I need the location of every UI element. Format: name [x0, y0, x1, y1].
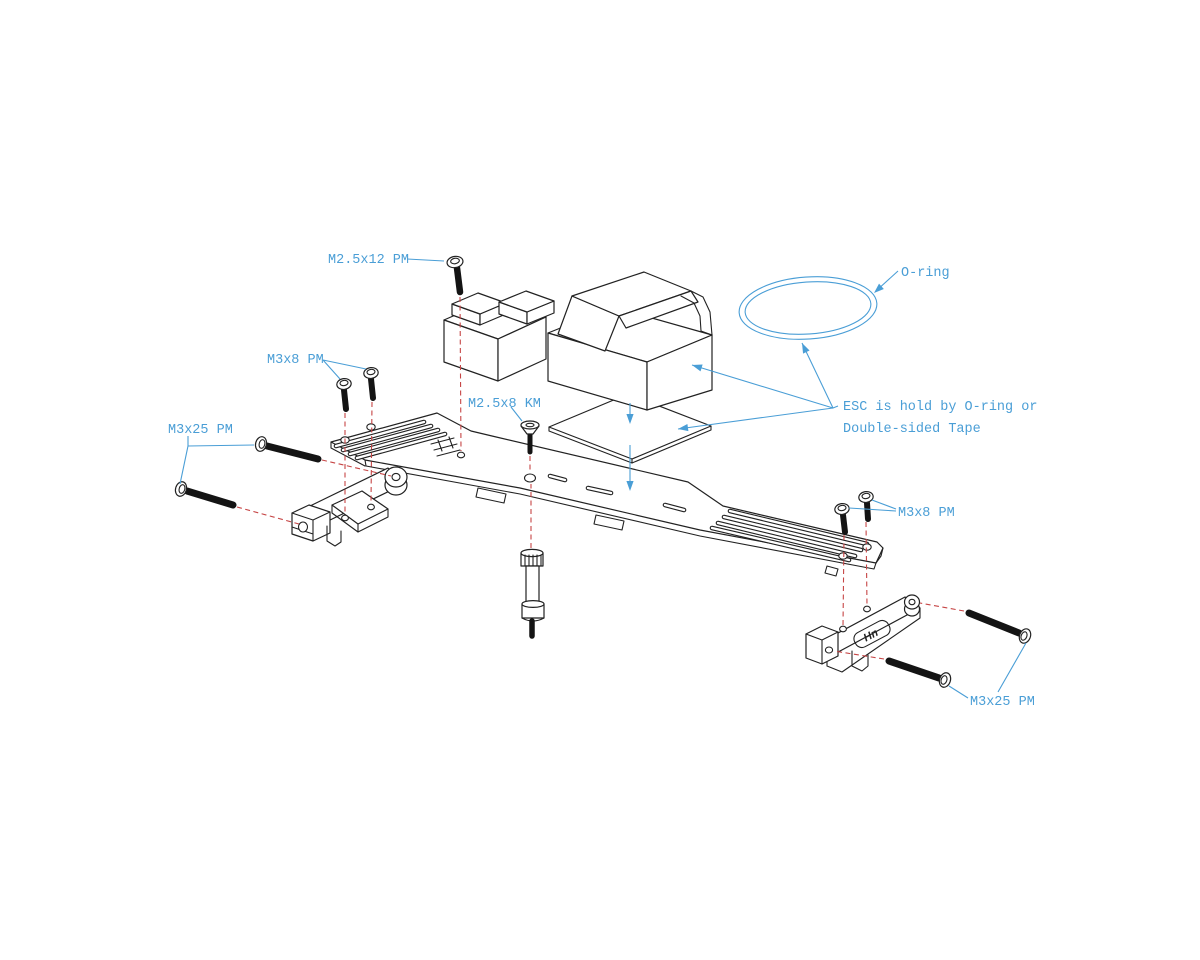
- left-brace-foot: [326, 525, 342, 547]
- arrowhead: [626, 481, 634, 491]
- esc-unit: [547, 271, 713, 411]
- threaded-standoff-post: [520, 548, 545, 639]
- left-chassis-brace: [291, 466, 408, 547]
- plate-hole: [838, 552, 848, 560]
- leader-screws-left-small: [322, 359, 367, 380]
- screw-m3x25-left-2: [174, 481, 237, 509]
- screw-m3x25-right-2: [885, 657, 952, 688]
- leader-screw-top: [406, 258, 445, 262]
- plate-comb-cutout: [430, 436, 461, 457]
- plate-edge-notch: [475, 487, 507, 504]
- screw-m2-5x12: [446, 255, 464, 296]
- leader-screws-right-long: [948, 642, 1027, 699]
- screw-m3x25-left-1: [254, 436, 322, 463]
- leader-screw-km: [510, 406, 523, 422]
- right-brace-foot: [851, 650, 869, 672]
- leader-screws-right-small: [848, 499, 897, 512]
- plate-hole: [862, 543, 872, 551]
- note-line-2: Double-sided Tape: [843, 422, 981, 437]
- label-o-ring: O-ring: [901, 266, 950, 281]
- arrowhead: [626, 414, 634, 424]
- screw-m3x25-right-1: [965, 609, 1032, 644]
- label-screws-right-small: M3x8 PM: [898, 506, 955, 521]
- screw-m3x8-right-2: [858, 490, 874, 522]
- screw-m3x8-left-2: [363, 366, 379, 401]
- screw-m3x8-left-1: [336, 377, 352, 412]
- arrowhead: [678, 424, 689, 432]
- label-screws-left-long: M3x25 PM: [168, 423, 233, 438]
- leader-screws-left-long: [179, 436, 255, 485]
- label-screws-left-small: M3x8 PM: [267, 353, 324, 368]
- plate-edge-notch: [824, 565, 839, 577]
- receiver-box: [443, 290, 555, 382]
- screw-m2-5x8-km: [520, 420, 540, 455]
- o-ring: [738, 276, 878, 340]
- plate-small-slots: [547, 473, 687, 513]
- label-screws-right-long: M3x25 PM: [970, 695, 1035, 710]
- screw-m3x8-right-1: [834, 502, 850, 535]
- label-screw-top: M2.5x12 PM: [328, 253, 409, 268]
- plate-hole: [366, 423, 376, 431]
- arrowhead: [692, 364, 703, 372]
- note-line-1: ESC is hold by O-ring or: [843, 400, 1037, 415]
- plate-post-hole: [523, 473, 537, 483]
- right-chassis-brace: Hn: [805, 594, 921, 673]
- arrowhead: [874, 283, 884, 293]
- left-brace-end-block: [291, 504, 331, 542]
- note-pointer-lines: [677, 342, 839, 430]
- arrowhead: [802, 343, 810, 354]
- esc-right-rim: [690, 290, 713, 336]
- assembly-alignment-lines: [236, 296, 965, 660]
- plate-edge-notch: [593, 514, 625, 531]
- double-sided-tape-pad: [548, 393, 712, 464]
- annotations: M2.5x12 PM M3x8 PM M3x25 PM M2.5x8 KM O-…: [168, 253, 1037, 710]
- label-screw-km: M2.5x8 KM: [468, 397, 541, 412]
- receiver-connector-block: [498, 290, 555, 325]
- plate-hole: [456, 451, 466, 459]
